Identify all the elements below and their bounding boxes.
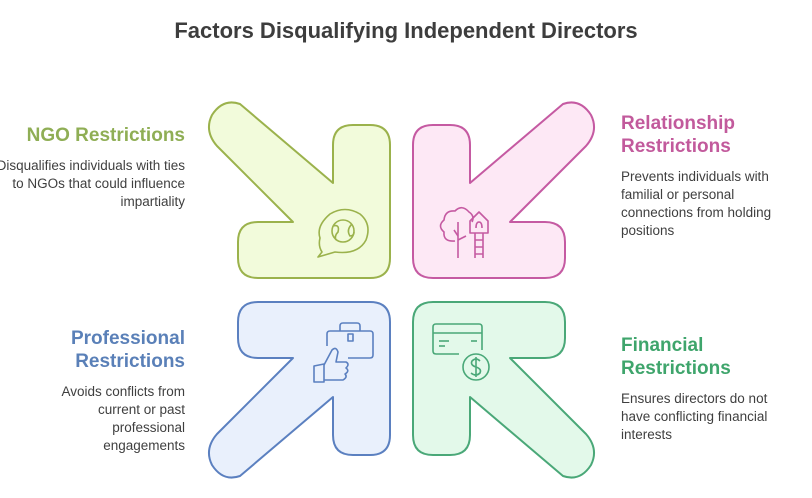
ngo-title: NGO Restrictions (26, 125, 185, 146)
relationship-description: Prevents individuals with familial or pe… (621, 169, 772, 238)
ngo-description: Disqualifies individuals with ties to NG… (0, 158, 185, 209)
relationship-arrow (412, 101, 596, 279)
credit-card-dollar-icon (432, 323, 490, 381)
professional-title: Professional Restrictions (70, 328, 185, 372)
ngo-arrow (207, 101, 391, 279)
briefcase-thumbs-up-icon (313, 322, 374, 383)
relationship-title: Relationship Restrictions (621, 113, 736, 157)
page-title: Factors Disqualifying Independent Direct… (174, 18, 638, 43)
professional-description: Avoids conflicts from current or past pr… (61, 384, 185, 453)
ngo-restrictions-block: NGO Restrictions Disqualifies individual… (0, 124, 185, 211)
financial-arrow (412, 301, 596, 479)
professional-restrictions-block: Professional Restrictions Avoids conflic… (0, 327, 185, 455)
professional-arrow (207, 301, 391, 479)
financial-title: Financial Restrictions (621, 335, 731, 379)
financial-restrictions-block: Financial Restrictions Ensures directors… (621, 334, 796, 444)
tree-house-icon (439, 206, 489, 258)
financial-description: Ensures directors do not have conflictin… (621, 391, 768, 442)
relationship-restrictions-block: Relationship Restrictions Prevents indiv… (621, 112, 781, 240)
globe-speech-bubble-icon (317, 208, 369, 258)
